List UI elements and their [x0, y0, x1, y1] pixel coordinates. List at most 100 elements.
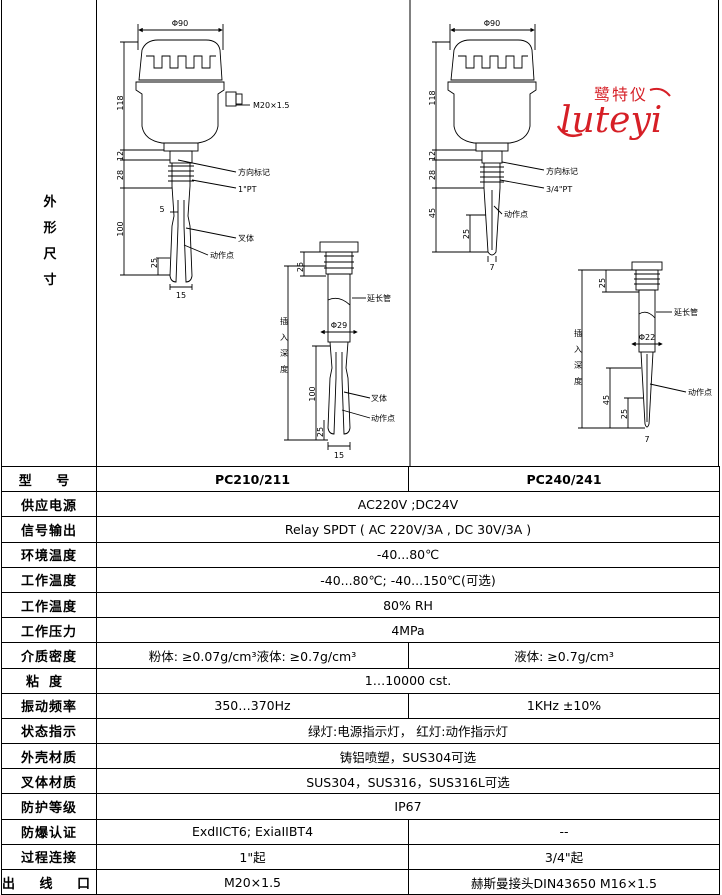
- spec-value: M20×1.5: [96, 868, 409, 895]
- svg-text:入: 入: [280, 333, 288, 342]
- svg-text:插: 插: [574, 328, 582, 338]
- spec-label: 工作温度: [1, 566, 97, 593]
- svg-text:12: 12: [428, 151, 437, 161]
- spec-value: 80% RH: [96, 591, 720, 619]
- svg-text:M20×1.5: M20×1.5: [253, 101, 290, 110]
- svg-text:入: 入: [574, 345, 582, 354]
- svg-text:方向标记: 方向标记: [238, 167, 270, 177]
- dimension-label-cell: 外 形 尺 寸: [2, 0, 97, 466]
- svg-text:25: 25: [462, 229, 471, 239]
- svg-text:3/4"PT: 3/4"PT: [546, 185, 572, 194]
- spec-value: Relay SPDT ( AC 220V/3A , DC 30V/3A ): [96, 516, 720, 543]
- spec-value: IP67: [96, 793, 720, 820]
- spec-label: 防护等级: [1, 793, 97, 820]
- svg-text:鹭特仪: 鹭特仪: [594, 85, 648, 104]
- spec-value: 1…10000 cst.: [96, 667, 720, 694]
- svg-text:28: 28: [116, 170, 125, 180]
- dimension-drawing-row: 外 形 尺 寸: [1, 0, 719, 466]
- spec-label: 工作温度: [1, 591, 97, 619]
- spec-value: 液体: ≥0.7g/cm³: [408, 642, 720, 669]
- spec-label: 信号输出: [1, 516, 97, 543]
- svg-text:延长管: 延长管: [367, 293, 391, 303]
- svg-text:Φ90: Φ90: [172, 19, 188, 28]
- spec-value: 3/4"起: [408, 843, 720, 871]
- pc211-extension-drawing: [284, 241, 371, 450]
- svg-text:45: 45: [602, 395, 611, 405]
- spec-label: 防爆认证: [1, 818, 97, 845]
- pc210-labels: Φ90 118 12 28 100 25 5 15 M20×1.5 方向标记 1…: [116, 19, 290, 300]
- svg-text:度: 度: [280, 364, 288, 374]
- spec-label: 介质密度: [1, 642, 97, 669]
- spec-label: 叉体材质: [1, 768, 97, 795]
- pc241-labels: 25 Φ22 45 25 7 延长管 动作点 插 入 深 度: [574, 278, 712, 444]
- spec-label: 工作压力: [1, 617, 97, 644]
- spec-value: -40...80℃: [96, 541, 720, 568]
- spec-label: 粘度: [1, 667, 97, 694]
- spec-label: 供应电源: [1, 491, 97, 518]
- svg-text:25: 25: [598, 278, 607, 288]
- spec-label: 过程连接: [1, 843, 97, 871]
- luteyi-logo: 鹭特仪 luteyi: [556, 85, 671, 141]
- svg-text:度: 度: [574, 376, 582, 386]
- svg-text:118: 118: [116, 95, 125, 110]
- svg-text:7: 7: [489, 263, 494, 272]
- spec-value: AC220V ;DC24V: [96, 491, 720, 518]
- spec-row: 状态指示绿灯:电源指示灯， 红灯:动作指示灯: [1, 717, 720, 745]
- pc241-extension-drawing: [578, 261, 687, 429]
- spec-value: PC210/211: [96, 465, 409, 493]
- svg-text:动作点: 动作点: [504, 209, 528, 219]
- spec-value: 赫斯曼接头DIN43650 M16×1.5: [408, 868, 720, 895]
- pc210-drawing: [120, 24, 250, 290]
- svg-text:方向标记: 方向标记: [546, 166, 578, 176]
- svg-text:7: 7: [644, 435, 649, 444]
- spec-row: 环境温度-40...80℃: [1, 541, 720, 568]
- svg-text:叉体: 叉体: [371, 393, 387, 403]
- svg-text:25: 25: [150, 258, 159, 268]
- svg-text:动作点: 动作点: [371, 413, 395, 423]
- spec-value: 绿灯:电源指示灯， 红灯:动作指示灯: [96, 717, 720, 745]
- spec-value: 1KHz ±10%: [408, 692, 720, 719]
- spec-row: 工作温度-40...80℃; -40...150℃(可选): [1, 566, 720, 593]
- spec-value: 粉体: ≥0.07g/cm³液体: ≥0.7g/cm³: [96, 642, 409, 669]
- spec-value: ExdIICT6; ExiaIIBT4: [96, 818, 409, 845]
- spec-label: 型 号: [1, 465, 97, 493]
- spec-label: 环境温度: [1, 541, 97, 568]
- spec-value: 1"起: [96, 843, 409, 871]
- spec-value: PC240/241: [408, 465, 720, 493]
- svg-text:深: 深: [280, 349, 288, 358]
- svg-text:12: 12: [116, 151, 125, 161]
- svg-text:15: 15: [176, 291, 186, 300]
- svg-text:延长管: 延长管: [674, 307, 698, 317]
- svg-text:5: 5: [159, 205, 164, 214]
- spec-label: 状态指示: [1, 717, 97, 745]
- svg-text:45: 45: [428, 208, 437, 218]
- svg-text:叉体: 叉体: [238, 233, 254, 243]
- pc240-labels: Φ90 118 12 28 45 25 7 方向标记 3/4"PT 动作点: [428, 19, 578, 272]
- svg-text:动作点: 动作点: [688, 387, 712, 397]
- svg-text:28: 28: [428, 170, 437, 180]
- svg-text:25: 25: [316, 427, 325, 437]
- spec-row: 外壳材质铸铝喷塑，SUS304可选: [1, 743, 720, 770]
- svg-text:Φ90: Φ90: [484, 19, 500, 28]
- svg-text:15: 15: [334, 451, 344, 460]
- spec-value: 4MPa: [96, 617, 720, 644]
- svg-text:118: 118: [428, 90, 437, 105]
- spec-value: SUS304，SUS316，SUS316L可选: [96, 768, 720, 795]
- svg-text:1"PT: 1"PT: [238, 185, 257, 194]
- svg-text:25: 25: [620, 409, 629, 419]
- svg-text:深: 深: [574, 361, 582, 370]
- spec-value: 350…370Hz: [96, 692, 409, 719]
